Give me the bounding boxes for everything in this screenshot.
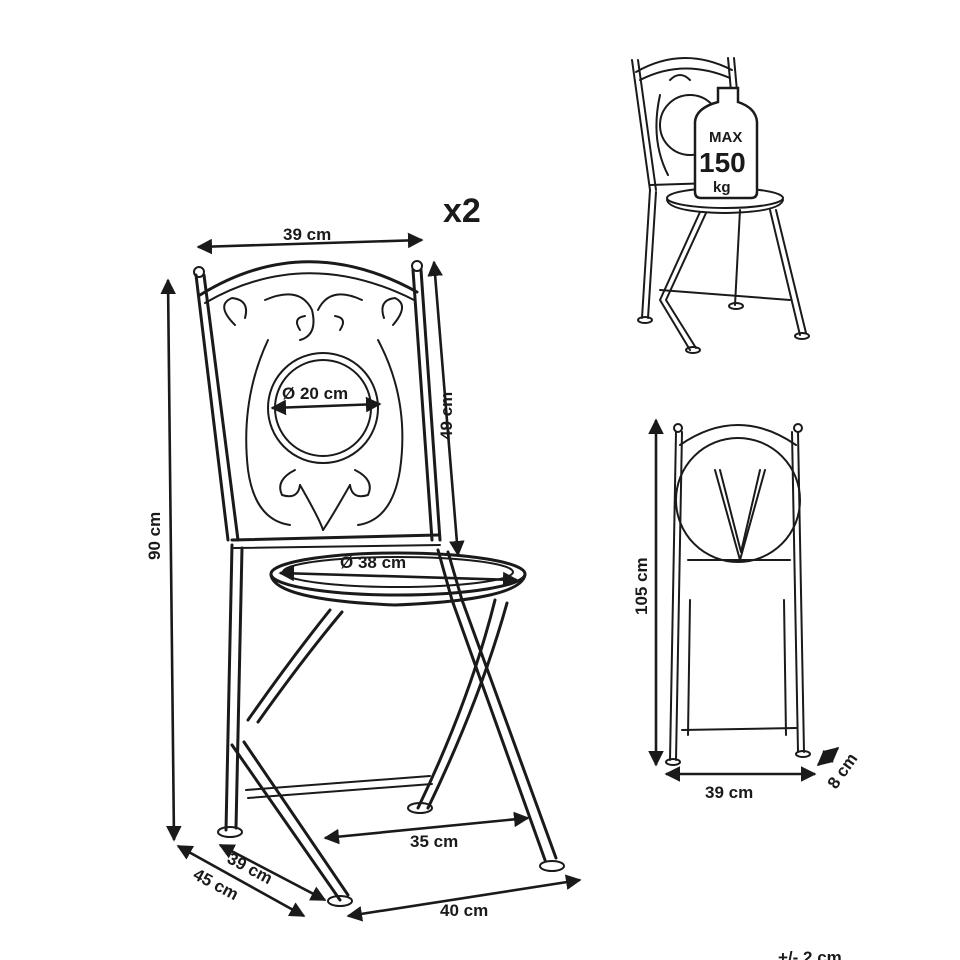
label-folded-height: 105 cm (632, 557, 651, 615)
label-folded-width: 39 cm (705, 783, 753, 802)
dim-line-leg-span (323, 811, 530, 845)
label-height-total: 90 cm (145, 512, 164, 560)
dim-line-height-total (160, 278, 182, 842)
max-load-label: MAX (709, 129, 742, 146)
dim-line-folded-thickness (816, 746, 840, 767)
label-leg-span: 35 cm (410, 832, 458, 851)
tolerance-note: +/- 2 cm (778, 948, 842, 960)
dim-line-depth-outer (176, 844, 306, 918)
dim-line-seat (278, 565, 519, 588)
dim-line-width-top (196, 232, 424, 255)
max-load-unit: kg (713, 179, 731, 196)
label-back-height: 49 cm (437, 392, 456, 440)
weight-bottle-icon (693, 86, 759, 200)
folded-chair-drawing (665, 423, 811, 766)
dim-line-back-height (427, 260, 465, 557)
load-chair-drawing (631, 57, 810, 354)
quantity-label: x2 (443, 192, 481, 230)
label-medallion-diameter: Ø 20 cm (282, 384, 348, 403)
dim-line-medallion (270, 396, 382, 416)
dim-line-width-bottom (346, 874, 582, 922)
label-width-top: 39 cm (283, 225, 331, 244)
max-load-value: 150 (699, 147, 746, 178)
label-seat-diameter: Ø 38 cm (340, 553, 406, 572)
label-width-bottom: 40 cm (440, 901, 488, 920)
main-chair-drawing (193, 260, 565, 907)
